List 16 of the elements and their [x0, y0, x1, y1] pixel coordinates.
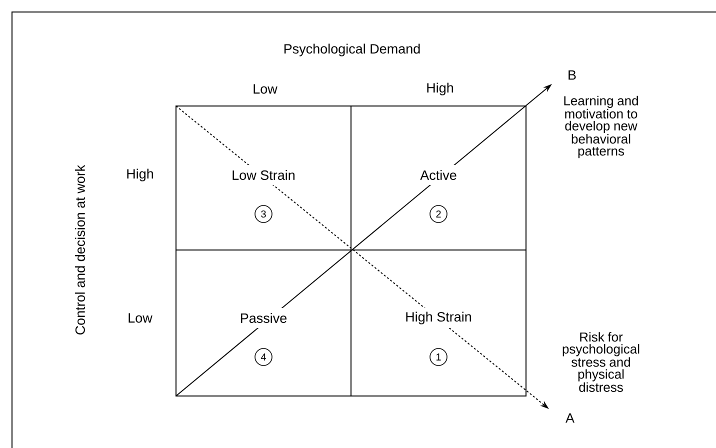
quadrant-box [176, 250, 352, 396]
level-label: High [127, 168, 153, 182]
quadrant-label: Low Strain [232, 170, 294, 180]
end-label: B [568, 70, 576, 80]
level-label: Low [128, 313, 152, 323]
quadrant-box [350, 250, 526, 396]
outcome-text: Risk for psychological stress and physical distress [562, 332, 640, 392]
axis-title: Control and decision at work [75, 164, 85, 334]
quadrant-box [350, 106, 526, 250]
axis-title: Psychological Demand [284, 44, 420, 56]
end-label: A [566, 413, 574, 423]
quadrant-label: Active [420, 170, 456, 180]
outcome-text: Learning and motivation to develop new behavioral patterns [564, 96, 638, 158]
quadrant-box [176, 106, 352, 250]
quadrant-label: Passive [240, 313, 287, 323]
quadrant-label: High Strain [406, 312, 471, 324]
